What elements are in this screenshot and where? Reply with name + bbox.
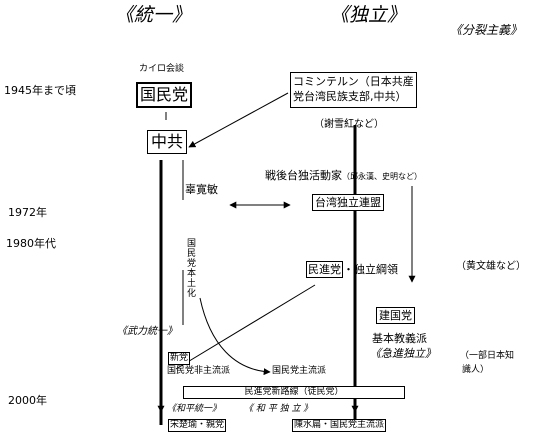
huang-label: （黄文雄など） bbox=[456, 261, 526, 272]
comintern-box: コミンテルン（日本共産 党台湾民族支部,中共） bbox=[290, 72, 417, 108]
postwar-activists-label: 戦後台独活動家（邱永漢、史明など） bbox=[265, 170, 422, 181]
postwar-activists-note: （邱永漢、史明など） bbox=[342, 172, 422, 181]
kmt-nonmain-label: 国民党非主流派 bbox=[167, 366, 231, 376]
year-1972: 1972年 bbox=[8, 206, 47, 219]
cairo-conference-label: カイロ会談 bbox=[139, 64, 185, 74]
kmt-main-label: 国民党主流派 bbox=[272, 366, 327, 376]
xie-label: （謝雪紅など） bbox=[314, 119, 384, 130]
separatism-header: 《分裂主義》 bbox=[450, 23, 523, 37]
dpp-label: 民進党・独立綱領 bbox=[306, 261, 398, 278]
localization-char-6: 化 bbox=[187, 289, 197, 299]
chen-box: 陳水扁・国民党主流派 bbox=[292, 419, 387, 432]
song-box: 宋楚瑜・親党 bbox=[168, 419, 227, 432]
localization-char-1: 国 bbox=[187, 239, 197, 249]
postwar-activists-text: 戦後台独活動家 bbox=[265, 169, 342, 182]
peaceful-unification-label: 《和平統一》 bbox=[167, 404, 222, 414]
dpp-to-newparty-line bbox=[175, 284, 316, 370]
ccp-box: 中共 bbox=[147, 130, 188, 154]
comintern-arrow bbox=[188, 92, 289, 148]
japan-intellectuals-line-2: 識人） bbox=[462, 365, 490, 375]
year-1945: 1945年まで頃 bbox=[4, 84, 76, 97]
comintern-line-1: コミンテルン（日本共産 bbox=[293, 75, 414, 88]
japan-intellectuals-line-1: （一部日本知 bbox=[460, 351, 515, 361]
peaceful-independence-label: 《 和 平 独 立 》 bbox=[244, 404, 313, 414]
unification-header: 《統一》 bbox=[115, 4, 192, 26]
independence-league-box: 台湾独立連盟 bbox=[312, 194, 384, 211]
localization-char-2: 民 bbox=[187, 249, 197, 259]
comintern-line-2: 党台湾民族支部,中共） bbox=[293, 89, 407, 103]
year-1980s: 1980年代 bbox=[6, 237, 56, 250]
localization-char-5: 土 bbox=[187, 279, 197, 289]
radical-independence-label: 《急進独立》 bbox=[370, 347, 436, 360]
dpp-suffix: ・独立綱領 bbox=[343, 263, 398, 276]
dpp-box: 民進党 bbox=[306, 261, 343, 278]
dpp-new-line-box: 民進党新路線（徒民党） bbox=[183, 386, 405, 399]
independence-header: 《独立》 bbox=[330, 4, 407, 26]
localization-char-3: 党 bbox=[187, 259, 197, 269]
fundamentalist-label: 基本教義派 bbox=[372, 332, 427, 345]
gujiamin-label: 辜寛敏 bbox=[185, 183, 218, 196]
year-2000: 2000年 bbox=[8, 394, 47, 407]
kmt-box: 国民党 bbox=[136, 82, 193, 108]
tap-box: 建国党 bbox=[376, 307, 415, 324]
new-party-box: 新党 bbox=[168, 352, 191, 365]
localization-curve bbox=[199, 297, 271, 376]
localization-char-4: 本 bbox=[187, 269, 197, 279]
armed-unification-label: 《武力統一》 bbox=[117, 326, 177, 337]
